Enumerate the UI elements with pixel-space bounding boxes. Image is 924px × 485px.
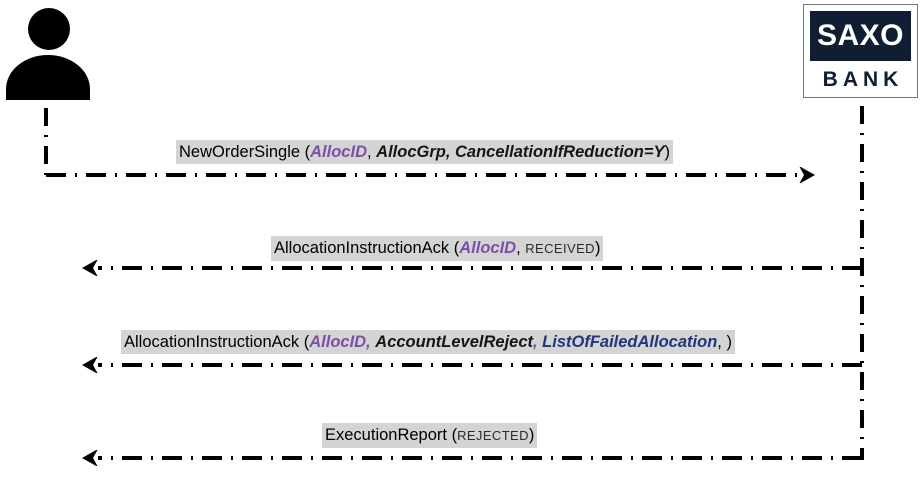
- label-segment-smallcaps: REJECTED: [457, 428, 529, 443]
- label-segment-smallcaps: RECEIVED: [525, 241, 595, 256]
- label-segment-plain: AllocationInstructionAck (: [274, 239, 460, 257]
- label-segment-bold: AccountLevelReject: [375, 333, 533, 351]
- message-arrow-4: [72, 450, 872, 466]
- label-segment-plain: ): [594, 239, 601, 257]
- message-arrow-1: [36, 167, 872, 183]
- label-segment-purple: AllocID: [459, 239, 517, 257]
- person-body: [6, 55, 90, 100]
- person-head: [28, 8, 70, 50]
- saxo-logo-bottom-text: BANK: [822, 67, 904, 91]
- label-segment-plain: ,: [516, 239, 526, 257]
- label-segment-blue: ListOfFailedAllocation: [542, 333, 718, 351]
- lifeline-actor: [43, 108, 49, 179]
- message-label-3: AllocationInstructionAck (AllocID, Accou…: [121, 330, 735, 354]
- label-segment-plain: ExecutionReport (: [325, 426, 458, 444]
- label-segment-plain: ): [528, 426, 535, 444]
- label-segment-plain: ): [664, 143, 671, 161]
- message-arrow-3: [72, 357, 872, 373]
- label-segment-plain: , ): [717, 333, 732, 351]
- label-segment-purple: ,: [533, 333, 543, 351]
- message-label-4: ExecutionReport (REJECTED): [322, 423, 538, 448]
- label-segment-plain: NewOrderSingle (: [179, 143, 311, 161]
- message-arrow-2: [72, 260, 872, 276]
- saxo-bank-logo: SAXO BANK: [803, 4, 918, 98]
- lifeline-saxo: [859, 106, 865, 460]
- label-segment-plain: ,: [366, 143, 377, 161]
- message-label-1: NewOrderSingle (AllocID, AllocGrp, Cance…: [176, 140, 673, 164]
- person-icon: [6, 8, 90, 100]
- saxo-logo-top-text: SAXO: [816, 19, 905, 52]
- saxo-logo-bottom: BANK: [810, 65, 911, 93]
- label-segment-purple: AllocID,: [309, 333, 371, 351]
- label-segment-bold: AllocGrp, CancellationIfReduction=Y: [376, 143, 665, 161]
- label-segment-plain: AllocationInstructionAck (: [124, 333, 310, 351]
- saxo-logo-top: SAXO: [810, 11, 911, 61]
- message-label-2: AllocationInstructionAck (AllocID, RECEI…: [271, 236, 604, 261]
- label-segment-purple: AllocID: [310, 143, 367, 161]
